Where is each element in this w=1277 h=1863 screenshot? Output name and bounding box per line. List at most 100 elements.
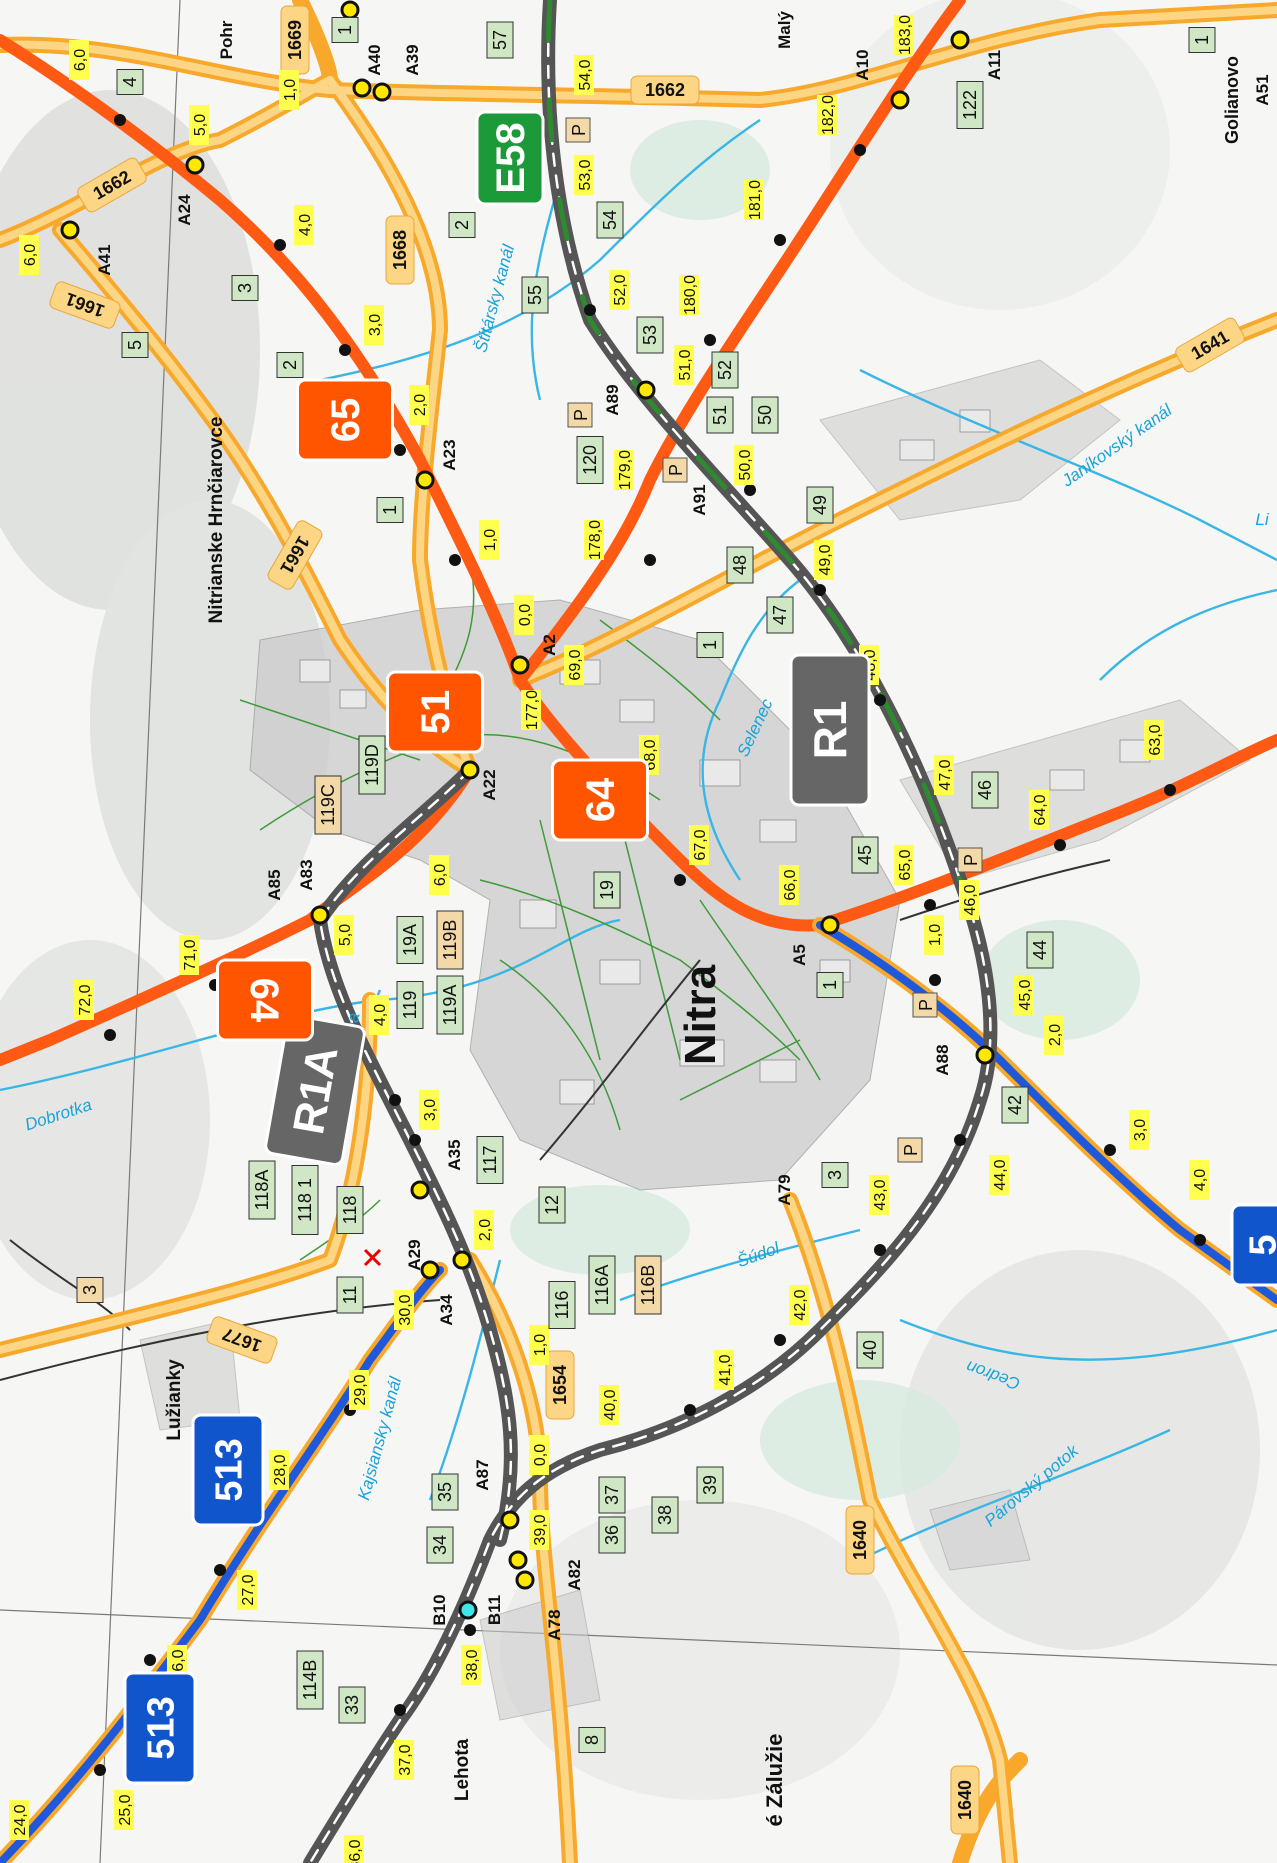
- shield-s64a[interactable]: 64: [551, 758, 649, 842]
- km-label-text: 44,0: [992, 1159, 1009, 1190]
- section-label: 46: [971, 771, 999, 809]
- shield-s5x[interactable]: 5: [1230, 1203, 1277, 1287]
- svg-text:P: P: [569, 124, 589, 136]
- section-label-text: 19A: [400, 924, 420, 956]
- place-maly[interactable]: Malý: [775, 11, 794, 49]
- section-label-text: 44: [1030, 940, 1050, 960]
- km-label-text: 3,0: [422, 1099, 439, 1121]
- section-label-text: 119: [400, 991, 420, 1020]
- shield-text: 64: [579, 777, 623, 822]
- place-nitra[interactable]: Nitra: [676, 964, 725, 1065]
- km-label-text: 64,0: [1032, 794, 1049, 825]
- shield-r1[interactable]: R1: [789, 653, 871, 807]
- km-label-text: 4,0: [372, 1004, 389, 1026]
- place-pohr[interactable]: Pohr: [217, 20, 236, 59]
- shield-s513b[interactable]: 513: [123, 1671, 197, 1785]
- junction-label: A2: [540, 634, 559, 656]
- section-label: 116A: [588, 1255, 616, 1315]
- km-label: 2,0: [1044, 1015, 1064, 1055]
- section-label-text: 19: [597, 880, 617, 900]
- km-label: 3,0: [419, 1090, 439, 1130]
- km-label-text: 182,0: [820, 95, 837, 135]
- place-golianovo[interactable]: Golianovo: [1222, 56, 1242, 144]
- km-label-text: 51,0: [677, 349, 694, 380]
- section-label: 118: [336, 1186, 364, 1234]
- place-zaluzie[interactable]: é Zálužie: [762, 1734, 787, 1827]
- km-label: 45,0: [1014, 975, 1034, 1015]
- shield-s51[interactable]: 51: [386, 670, 484, 754]
- parking-icon: P: [565, 117, 591, 143]
- km-label: 24,0: [9, 1800, 29, 1840]
- km-label: 65,0: [894, 845, 914, 885]
- section-label: 37: [598, 1476, 626, 1514]
- building-blocks: [299, 409, 1151, 1105]
- junction-label: A87: [473, 1459, 492, 1490]
- km-label-text: 54,0: [577, 59, 594, 90]
- section-label-text: 119C: [318, 784, 338, 826]
- km-label-text: 183,0: [897, 15, 914, 55]
- km-label-text: 24,0: [12, 1804, 29, 1835]
- route-number: 1640: [950, 1765, 980, 1835]
- section-label-text: 3: [825, 1170, 845, 1180]
- route-number-text: 1668: [390, 230, 410, 270]
- shield-s64b[interactable]: 64: [216, 958, 314, 1042]
- place-lehota[interactable]: Lehota: [452, 1738, 473, 1801]
- shield-text: 5: [1242, 1234, 1277, 1255]
- shield-s513a[interactable]: 513: [191, 1413, 265, 1527]
- km-label: 47,0: [934, 755, 954, 795]
- junction-label: A22: [480, 769, 499, 800]
- section-label: 47: [766, 596, 794, 634]
- section-label: 39: [696, 1466, 724, 1504]
- section-label: 55: [521, 276, 549, 314]
- section-label: 118 1: [291, 1165, 319, 1235]
- km-label: 6,0: [69, 40, 89, 80]
- route-number-text: 1662: [645, 80, 685, 100]
- section-label-text: 1: [700, 640, 720, 650]
- junction-label: A10: [853, 49, 872, 80]
- section-label-text: 1: [1192, 35, 1212, 45]
- km-label: 4,0: [369, 995, 389, 1035]
- route-number: 1677: [206, 1316, 278, 1364]
- km-label: 64,0: [1029, 790, 1049, 830]
- section-label-text: 36: [602, 1525, 622, 1545]
- km-label-text: 0,0: [517, 604, 534, 626]
- section-label: 54: [596, 201, 624, 239]
- section-label-text: 12: [542, 1195, 562, 1215]
- section-label: 116: [548, 1281, 576, 1329]
- km-label-text: 65,0: [897, 849, 914, 880]
- junction-label: A91: [690, 484, 709, 515]
- section-label-text: 37: [602, 1485, 622, 1505]
- km-label-text: 6,0: [432, 864, 449, 886]
- road-513: [0, 917, 1277, 1863]
- place-nitrianske[interactable]: Nitrianske Hrnčiarovce: [206, 417, 227, 624]
- km-label: 37,0: [394, 1740, 414, 1780]
- km-label-text: 5,0: [337, 924, 354, 946]
- shield-r1a[interactable]: R1A: [264, 1014, 366, 1166]
- km-label: 53,0: [574, 155, 594, 195]
- section-label-text: 45: [855, 845, 875, 865]
- km-label: 67,0: [689, 825, 709, 865]
- km-label-text: 40,0: [602, 1389, 619, 1420]
- route-number: 1662: [630, 75, 700, 105]
- km-label: 71,0: [179, 935, 199, 975]
- route-number-text: 1669: [285, 20, 305, 60]
- section-label: 51: [706, 396, 734, 434]
- section-label-text: 49: [810, 495, 830, 515]
- water-label: Li: [1255, 510, 1269, 529]
- km-label: 183,0: [894, 15, 914, 55]
- parking-icon: P: [897, 1137, 923, 1163]
- section-label-text: 119D: [362, 744, 382, 786]
- shield-s65[interactable]: 65: [296, 378, 394, 462]
- section-label: 119: [396, 981, 424, 1029]
- section-label-text: 34: [430, 1535, 450, 1555]
- section-label-text: 39: [700, 1475, 720, 1495]
- section-label-text: 40: [860, 1340, 880, 1360]
- place-luzianky[interactable]: Lužianky: [164, 1359, 185, 1441]
- km-label: 54,0: [574, 55, 594, 95]
- km-label-text: 36,0: [347, 1839, 364, 1863]
- shield-e58[interactable]: E58: [475, 110, 545, 206]
- km-label-text: 2,0: [477, 1219, 494, 1241]
